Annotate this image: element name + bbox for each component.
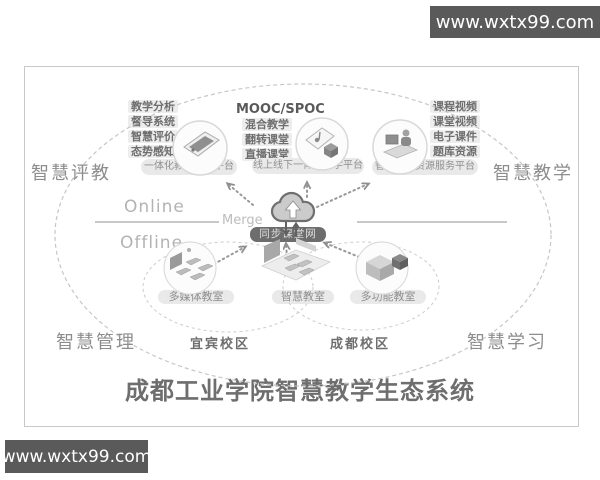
- feature-item: 督导系统: [128, 115, 178, 128]
- label-smart-teaching: 智慧教学: [493, 163, 573, 184]
- platform-3-pill: 智慧教育资源服务平台: [372, 159, 478, 175]
- label-smart-evaluation: 智慧评教: [31, 163, 111, 184]
- platform-1-features: 教学分析 督导系统 智慧评价 态势感知: [128, 100, 178, 158]
- platform-2-features: 混合教学 翻转课堂 直播课堂: [242, 118, 292, 161]
- feature-item: 翻转课堂: [242, 133, 292, 146]
- multimedia-classroom-label: 多媒体教室: [158, 290, 234, 304]
- watermark-footer: www.wxtx99.com: [2, 440, 151, 473]
- feature-item: 题库资源: [430, 145, 480, 158]
- feature-item: 教学分析: [128, 100, 178, 113]
- page-title: 成都工业学院智慧教学生态系统: [125, 377, 475, 405]
- feature-item: 态势感知: [128, 145, 178, 158]
- watermark-header: www.wxtx99.com: [430, 6, 600, 38]
- platform-2-pill: 线上线下一体化教学平台: [252, 158, 364, 174]
- platform-1-pill: 一体化教学管理平台: [141, 159, 237, 175]
- feature-item: 混合教学: [242, 118, 292, 131]
- feature-item: 课堂视频: [430, 115, 480, 128]
- campus-chengdu-label: 成都校区: [330, 337, 391, 352]
- feature-item: 智慧评价: [128, 130, 178, 143]
- platform-3-features: 课程视频 课堂视频 电子课件 题库资源: [430, 100, 480, 158]
- smart-classroom-label: 智慧教室: [272, 290, 334, 304]
- multifunction-classroom-label: 多功能教室: [350, 290, 426, 304]
- label-online: Online: [124, 197, 185, 217]
- label-merge: Merge: [222, 213, 263, 228]
- label-smart-management: 智慧管理: [56, 332, 136, 353]
- platform-2-heading: MOOC/SPOC: [236, 102, 325, 117]
- feature-item: 课程视频: [430, 100, 480, 113]
- label-offline: Offline: [120, 233, 184, 253]
- label-smart-learning: 智慧学习: [467, 332, 547, 353]
- sync-classroom-network-pill: 同步课堂网: [250, 227, 326, 242]
- feature-item: 电子课件: [430, 130, 480, 143]
- campus-yibin-label: 宜宾校区: [190, 337, 251, 352]
